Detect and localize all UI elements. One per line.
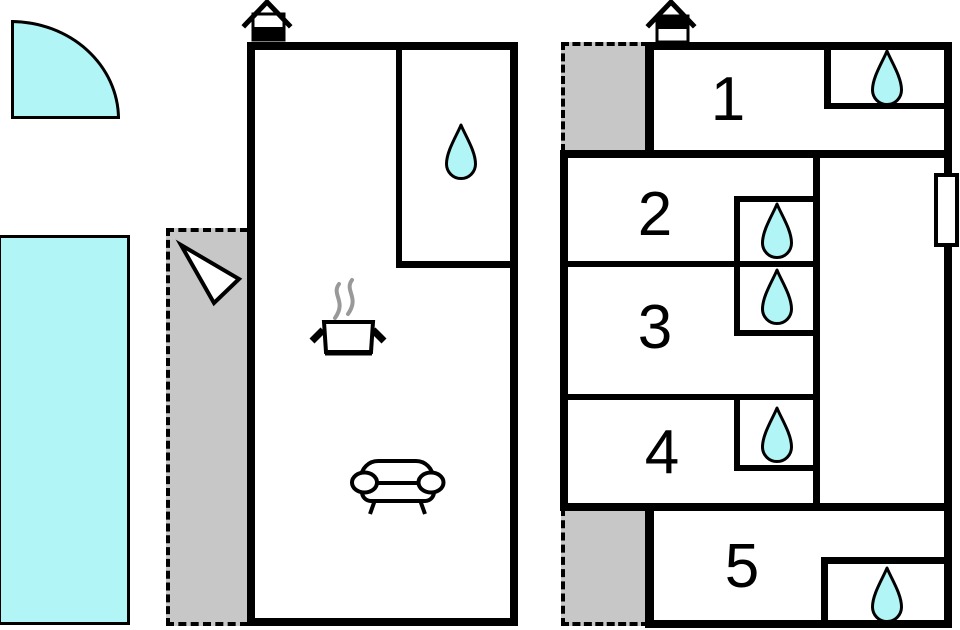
water-drop-icon	[761, 202, 793, 259]
entrance-arrow-icon	[175, 239, 243, 307]
left-building-outline	[247, 42, 518, 626]
room-label-1: 1	[710, 65, 746, 134]
pool-icon	[0, 235, 130, 625]
wall-basin5-top	[821, 557, 952, 564]
wall-rb-left-mid	[560, 150, 568, 511]
chimney-icon	[645, 0, 697, 44]
room-label-2: 2	[637, 180, 673, 249]
wall-basin1-left	[824, 50, 831, 109]
wall-divider-2-3	[562, 261, 816, 267]
wall-basin4-bottom	[734, 465, 820, 471]
wall-room1-floor	[560, 150, 952, 158]
wall-central-vertical	[813, 150, 820, 509]
wall-basin23-left	[734, 196, 740, 336]
chimney-icon	[241, 0, 293, 42]
water-drop-icon	[871, 566, 903, 623]
wall-basin23-top	[734, 196, 820, 202]
terrace-top-area	[561, 42, 649, 152]
water-drop-icon	[761, 268, 793, 325]
water-drop-icon	[871, 49, 903, 106]
sofa-icon	[350, 459, 446, 515]
wall-rb-top	[646, 42, 952, 50]
water-drop-icon	[761, 406, 793, 463]
wall-rb-left-top	[645, 42, 654, 158]
corner-pool-icon	[11, 20, 120, 119]
wall-basin23-bottom	[734, 330, 820, 336]
stove-pot-icon	[309, 278, 387, 356]
room-label-5: 5	[724, 532, 760, 601]
wall-basin1-bottom	[824, 103, 952, 109]
wall-rb-right	[944, 42, 952, 628]
wall-room4-floor	[560, 503, 952, 511]
wall-rb-bottom	[646, 620, 952, 628]
wall-rb-left-bottom	[645, 504, 654, 628]
window-icon	[934, 173, 959, 247]
terrace-bottom-area	[561, 508, 649, 626]
wall-divider-3-4	[562, 394, 816, 400]
wall-basin4-left	[734, 394, 740, 471]
wall-bathroom-vertical	[396, 50, 402, 268]
room-label-3: 3	[637, 293, 673, 362]
water-drop-icon	[445, 123, 477, 180]
room-label-4: 4	[644, 418, 680, 487]
wall-basin5-left	[821, 557, 828, 628]
wall-bathroom-horizontal	[396, 261, 510, 268]
